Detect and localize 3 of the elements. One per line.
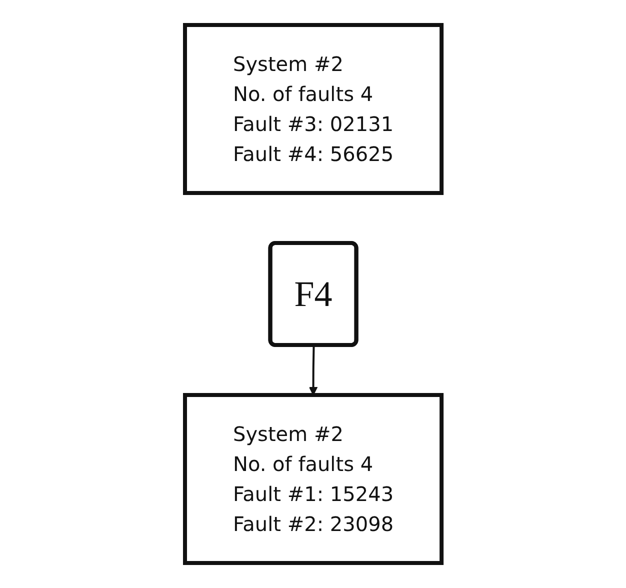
node-box: System #2 No. of faults 4 Fault #3: 02131 Fault #4: 56625: [182, 23, 444, 195]
node-box: System #2 No. of faults 4 Fault #1: 15243 Fault #2: 23098: [182, 393, 444, 565]
arrow: [308, 345, 318, 396]
